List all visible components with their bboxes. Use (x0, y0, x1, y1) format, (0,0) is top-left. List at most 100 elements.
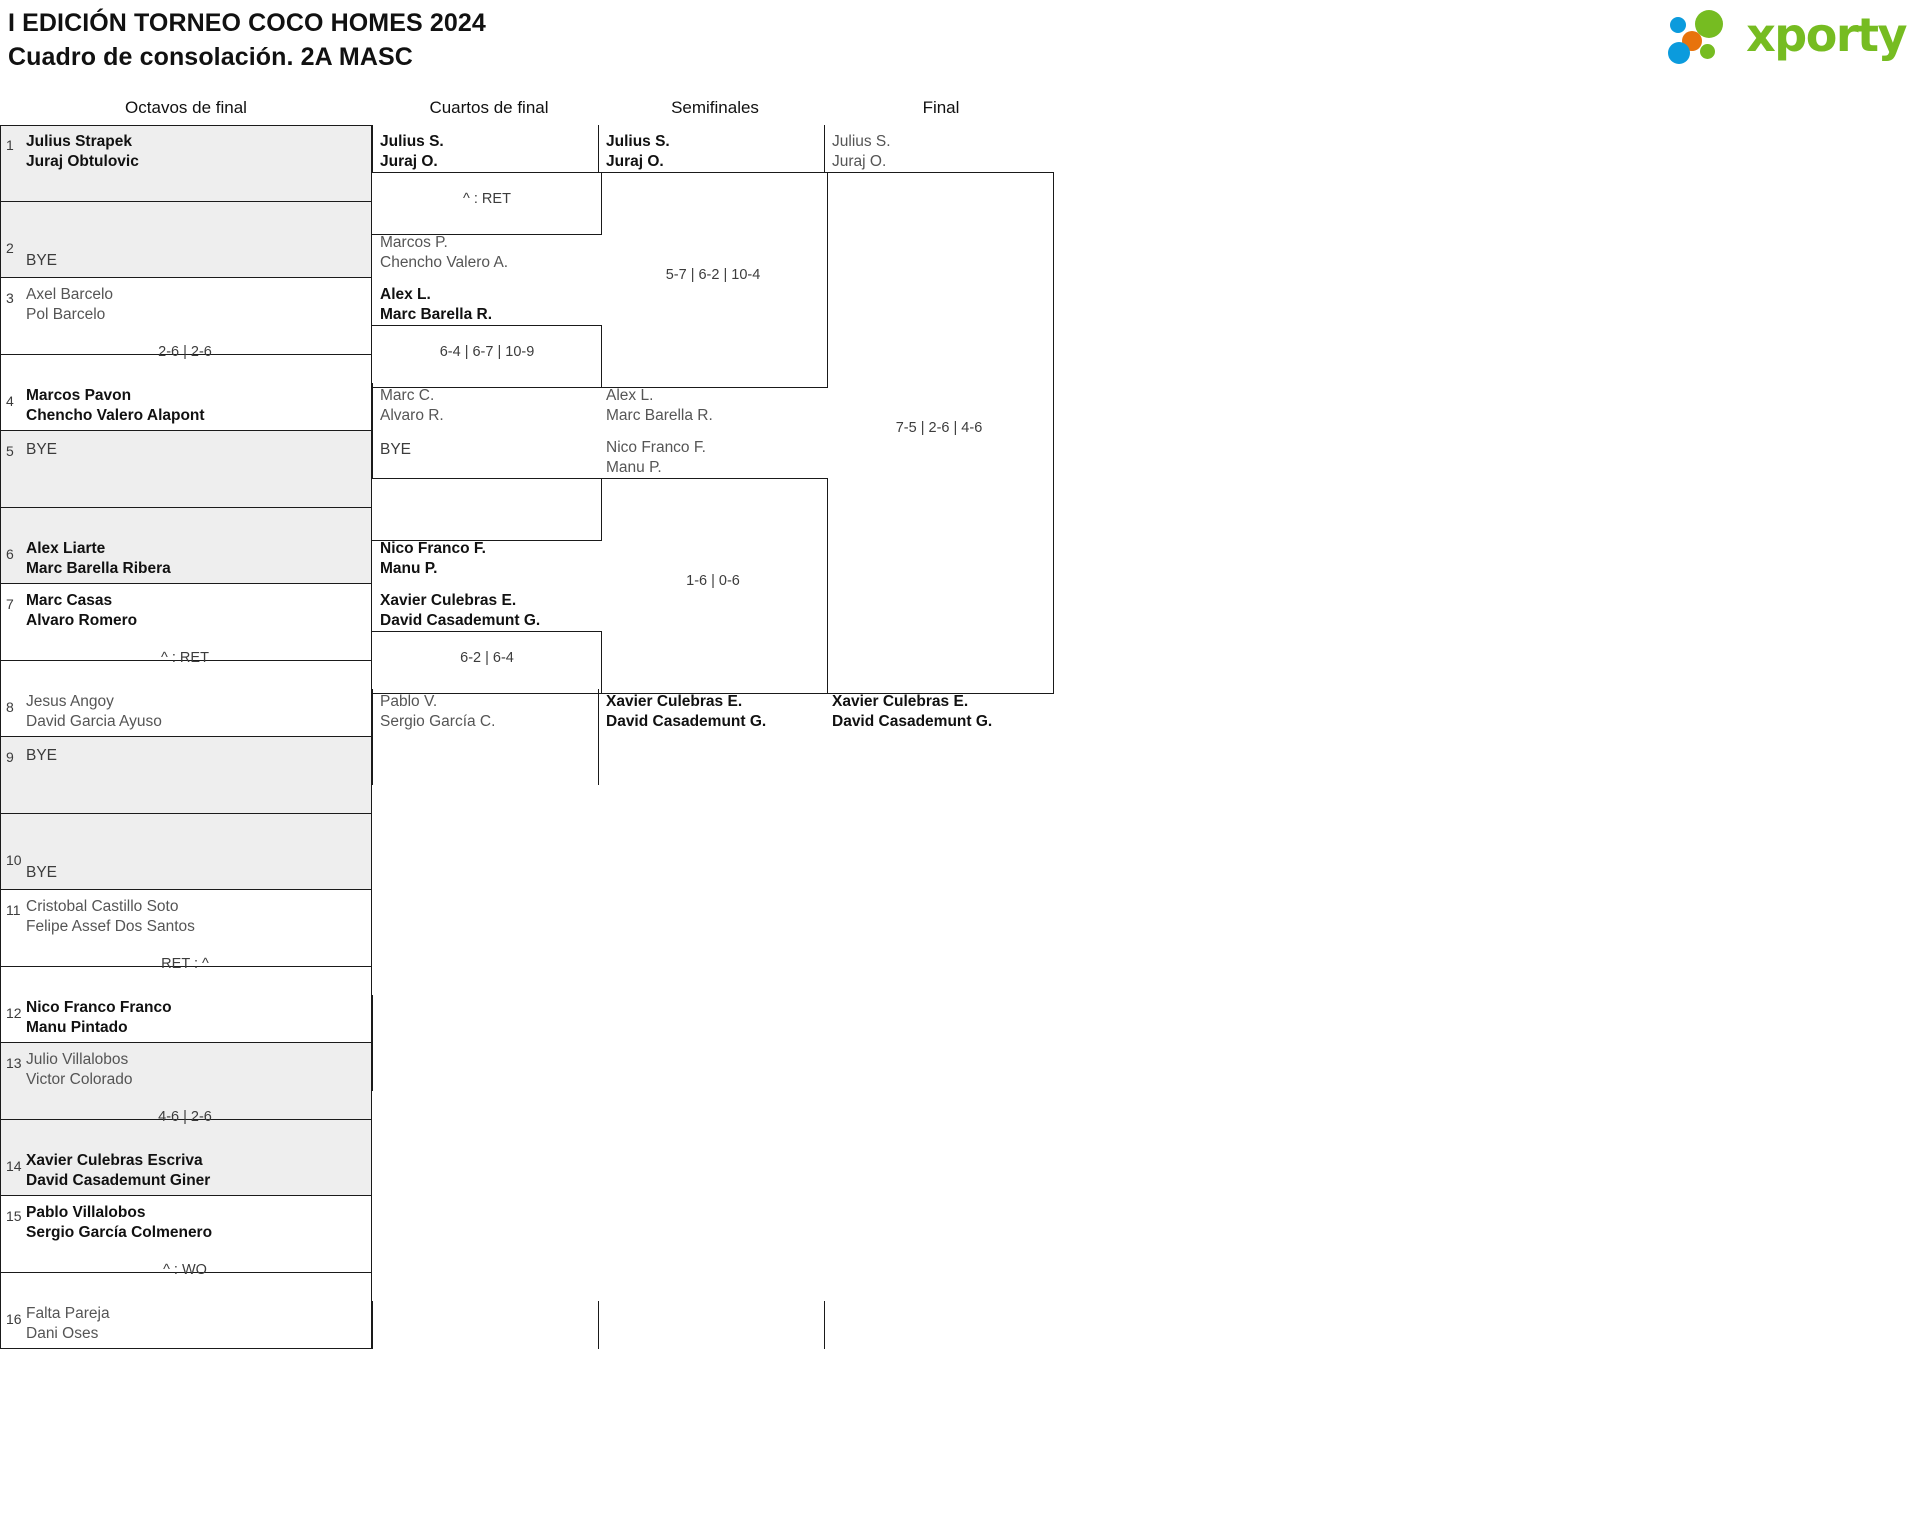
round1-cell-seed-16[interactable] (0, 1272, 372, 1349)
round1-cell-seed-1[interactable] (0, 125, 372, 202)
round-header-semifinales: Semifinales (671, 98, 759, 117)
connector-stub (598, 737, 599, 785)
round1-score-match-8: ^ : WO (163, 1261, 207, 1278)
player-name-2: David Garcia Ayuso (26, 712, 162, 730)
round2-slot-6: Nico Franco F.Manu P. (380, 539, 598, 578)
tournament-title: I EDICIÓN TORNEO COCO HOMES 2024 (8, 9, 486, 37)
player-name-2: Juraj O. (606, 152, 664, 170)
connector-stub (598, 1301, 599, 1349)
round2-slot-5: BYE (380, 440, 598, 460)
logo-dots-icon (1668, 7, 1744, 64)
round1-cell-seed-11[interactable] (0, 890, 372, 967)
round1-cell-seed-9[interactable] (0, 737, 372, 814)
round2-connector-match-1 (372, 172, 602, 235)
connector-stub (372, 383, 373, 431)
tournament-subtitle: Cuadro de consolación. 2A MASC (8, 43, 413, 71)
page-header: I EDICIÓN TORNEO COCO HOMES 2024 Cuadro … (0, 0, 1920, 95)
player-name-2: Victor Colorado (26, 1070, 133, 1088)
player-name-1: Nico Franco F. (380, 540, 486, 557)
xporty-logo[interactable]: xporty (1668, 6, 1907, 64)
round2-score-match-2: 6-4 | 6-7 | 10-9 (439, 343, 535, 360)
round4-slot-2: Xavier Culebras E.David Casademunt G. (832, 692, 1050, 731)
seed-number-7: 7 (6, 596, 14, 612)
player-name-1: Cristobal Castillo Soto (26, 898, 179, 915)
round1-cell-seed-13[interactable] (0, 1043, 372, 1120)
round3-score-match-2: 1-6 | 0-6 (686, 573, 740, 589)
connector-stub (372, 125, 373, 173)
player-name-2: Marc Barella R. (606, 406, 713, 424)
round1-cell-seed-6[interactable] (0, 507, 372, 584)
round1-cell-seed-5[interactable] (0, 431, 372, 508)
connector-stub (372, 1301, 373, 1349)
seed-number-6: 6 (6, 546, 14, 562)
seed-number-10: 10 (6, 852, 22, 868)
player-name-2: Dani Oses (26, 1324, 99, 1342)
round4-slot-1: Julius S.Juraj O. (832, 132, 1050, 171)
round-header-final: Final (922, 98, 960, 117)
connector-stub (372, 689, 373, 737)
round1-cell-seed-4[interactable] (0, 354, 372, 431)
round3-connector-match-1 (598, 172, 828, 388)
round2-score-match-1: ^ : RET (463, 190, 511, 207)
round1-cell-seed-10[interactable] (0, 813, 372, 890)
round1-score-match-2: 2-6 | 2-6 (158, 343, 212, 360)
connector-stub (598, 689, 599, 737)
round2-connector-match-2 (372, 325, 602, 388)
player-name-1: Axel Barcelo (26, 286, 114, 303)
round1-cell-seed-12[interactable] (0, 966, 372, 1043)
player-name-1: Marcos Pavon (26, 387, 132, 404)
round1-cell-seed-2[interactable] (0, 201, 372, 278)
player-name-1: Alex L. (606, 387, 654, 404)
player-name-2: Marc Barella Ribera (26, 559, 171, 577)
title-block: I EDICIÓN TORNEO COCO HOMES 2024 Cuadro … (8, 6, 486, 74)
seed-number-2: 2 (6, 240, 14, 256)
seed-number-5: 5 (6, 443, 14, 459)
player-name-1: Julius S. (832, 133, 891, 150)
round1-score-match-6: RET : ^ (161, 955, 209, 972)
player-name-1: Julius S. (606, 133, 670, 150)
seed-number-9: 9 (6, 749, 14, 765)
seed-number-16: 16 (6, 1311, 22, 1327)
connector-stub (372, 737, 373, 785)
seed-number-11: 11 (6, 902, 21, 918)
bye-label: BYE (26, 252, 58, 269)
player-name-2: David Casademunt G. (380, 611, 541, 629)
logo-dot-green-large (1695, 10, 1724, 38)
player-name-2: Manu P. (606, 458, 662, 476)
player-name-1: Xavier Culebras E. (380, 592, 517, 609)
player-name-1: Xavier Culebras Escriva (26, 1152, 203, 1169)
round3-score-match-1: 5-7 | 6-2 | 10-4 (665, 267, 761, 283)
round1-cell-seed-15[interactable] (0, 1196, 372, 1273)
round1-cell-seed-3[interactable] (0, 278, 372, 355)
player-name-1: Nico Franco F. (606, 439, 706, 456)
player-name-2: Marc Barella R. (380, 305, 492, 323)
seed-number-14: 14 (6, 1158, 22, 1174)
round2-score-match-4: 6-2 | 6-4 (460, 649, 514, 666)
logo-dot-blue-small (1670, 17, 1687, 33)
player-name-2: Alvaro R. (380, 406, 444, 424)
round3-slot-2: Alex L. Marc Barella R. (606, 386, 824, 425)
bye-label: BYE (380, 441, 412, 458)
round1-cell-seed-14[interactable] (0, 1119, 372, 1196)
seed-number-4: 4 (6, 393, 14, 409)
round-header-octavos: Octavos de final (125, 98, 247, 117)
player-name-1: Xavier Culebras E. (606, 693, 743, 710)
round3-slot-1: Julius S. Juraj O. (606, 132, 824, 171)
round2-slot-4: Marc C.Alvaro R. (380, 386, 598, 425)
round-header-cuartos: Cuartos de final (429, 98, 549, 117)
player-name-1: Alex L. (380, 286, 431, 303)
player-name-2: David Casademunt G. (606, 712, 767, 730)
seed-number-13: 13 (6, 1055, 22, 1071)
round1-cell-seed-8[interactable] (0, 660, 372, 737)
player-name-1: Marc Casas (26, 592, 113, 609)
logo-dot-blue-large (1668, 42, 1691, 64)
round1-cell-seed-7[interactable] (0, 584, 372, 661)
round4-connector-match-1 (824, 172, 1054, 694)
